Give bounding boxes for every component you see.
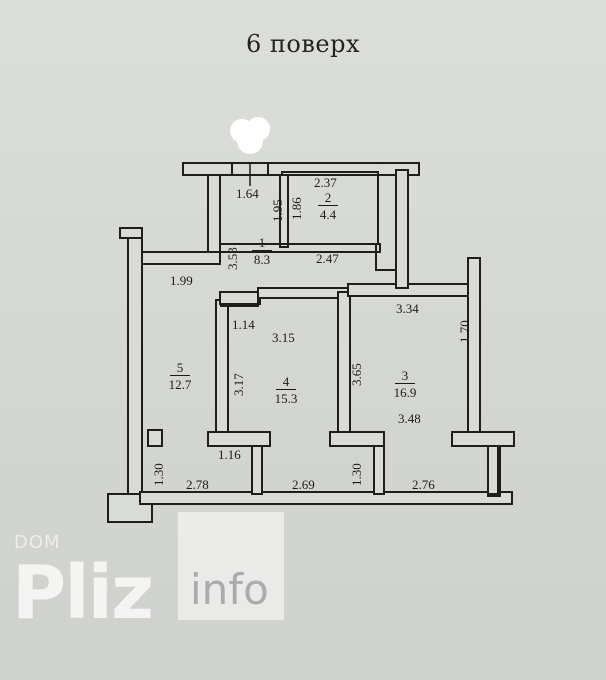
dim-2-47: 2.47 (316, 251, 339, 266)
dim-2-76: 2.76 (412, 477, 435, 492)
room-5-number: 5 (170, 360, 190, 376)
top-wall-strip (182, 162, 420, 176)
room-4-area: 15.3 (274, 391, 298, 406)
room-1-number: 1 (252, 235, 272, 251)
wall-above-4 (219, 291, 261, 305)
dim-3-53: 3.53 (225, 247, 240, 270)
room-5-area: 12.7 (168, 377, 192, 392)
watermark-pliz: Pliz (12, 550, 154, 636)
dim-1-99: 1.99 (170, 273, 193, 288)
wall-above-4b (257, 287, 349, 299)
dim-1-30-left: 1.30 (151, 463, 166, 486)
dim-2-69: 2.69 (292, 477, 315, 492)
room-1-area: 8.3 (253, 252, 271, 267)
room-2-area: 4.4 (319, 207, 337, 222)
dim-1-30-mid: 1.30 (349, 463, 364, 486)
dim-1-86: 1.86 (289, 197, 304, 220)
wall-below-1 (219, 243, 381, 253)
wall-room5-top (139, 251, 221, 265)
stub-post-b (373, 445, 385, 495)
watermark-box (178, 512, 284, 620)
dim-3-48: 3.48 (398, 411, 421, 426)
wall-above-3 (347, 283, 475, 297)
room-4-label: 4 15.3 (266, 374, 306, 406)
wall-room2-left (279, 174, 289, 248)
stub-room5 (147, 429, 163, 447)
dim-2-37: 2.37 (314, 175, 337, 190)
wall-outer-left (127, 227, 143, 499)
stub-post-a (251, 445, 263, 495)
wall-corridor-left (207, 174, 221, 254)
dim-3-17: 3.17 (231, 373, 246, 396)
dim-3-65: 3.65 (349, 363, 364, 386)
room-3-area: 16.9 (393, 385, 417, 400)
room-4-number: 4 (276, 374, 296, 390)
stub-room4-left (207, 431, 271, 447)
wall-left-notch (119, 227, 143, 239)
room-5-label: 5 12.7 (160, 360, 200, 392)
stub-room3 (451, 431, 515, 447)
wall-1-4 (220, 288, 259, 307)
watermark-dom: DOM (14, 532, 61, 553)
watermark-info: info (190, 565, 269, 614)
wall-outer-right (467, 257, 481, 437)
dim-1-70: 1.70 (457, 320, 472, 343)
room-2-label: 2 4.4 (308, 190, 348, 222)
wall-4-3 (337, 291, 351, 433)
wall-bottom (139, 491, 513, 505)
dim-1-95: 1.95 (270, 199, 285, 222)
dim-1-14: 1.14 (232, 317, 255, 332)
wall-5-4 (215, 299, 229, 437)
stub-room4-right (329, 431, 385, 447)
room-2-number: 2 (318, 190, 338, 206)
wall-corridor-step (375, 244, 397, 288)
dim-3-15: 3.15 (272, 330, 295, 345)
stub-post-c (487, 445, 499, 495)
room-3-label: 3 16.9 (385, 368, 425, 400)
room-1-label: 1 8.3 (242, 235, 282, 267)
dim-2-78: 2.78 (186, 477, 209, 492)
floor-title: 6 поверх (246, 30, 360, 58)
dim-3-34: 3.34 (396, 301, 419, 316)
dim-1-16: 1.16 (218, 447, 241, 462)
dim-1-64: 1.64 (236, 186, 259, 201)
room-3-number: 3 (395, 368, 415, 384)
wall-upper-right (395, 169, 409, 289)
redaction-blob (230, 117, 270, 154)
